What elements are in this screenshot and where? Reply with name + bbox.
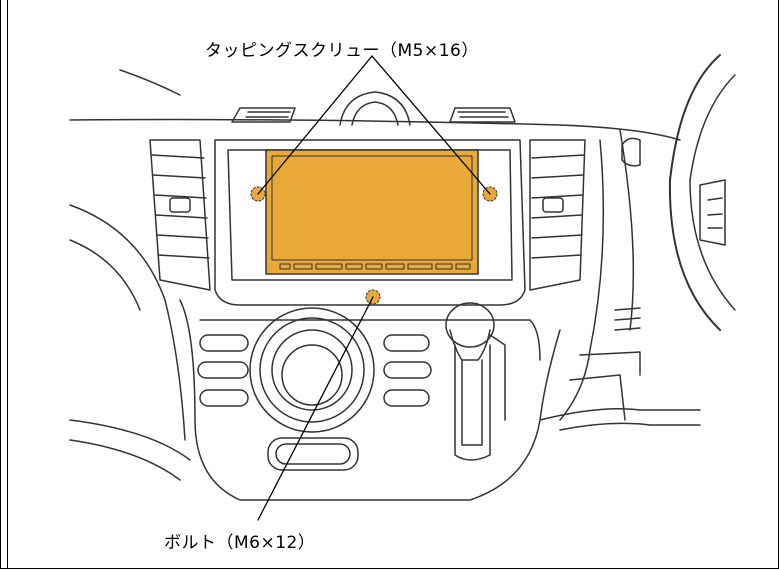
top-vent-left [231, 107, 296, 123]
center-console-outline [214, 139, 526, 306]
left-buttons [197, 334, 249, 407]
left-air-vent [149, 139, 211, 291]
climate-knob [249, 307, 375, 433]
leader-line-screw-right [371, 55, 491, 195]
leader-line-bolt [257, 296, 374, 521]
dash-right-curve [559, 139, 605, 421]
steering-wheel [614, 54, 736, 331]
right-buttons [383, 334, 432, 407]
navigation-display [265, 149, 479, 275]
lower-console-outline [179, 299, 561, 501]
bolt-callout-label: ボルト（M6×12） [164, 533, 316, 553]
gear-shifter [445, 302, 506, 461]
dash-left-curve [69, 204, 186, 441]
dash-top-edge [69, 118, 681, 141]
bottom-slot [267, 437, 359, 471]
dash-top-left [119, 69, 181, 96]
top-vent-right [449, 107, 516, 123]
diagram-inner-border [7, 0, 776, 568]
center-top-dome [339, 91, 411, 126]
screw-callout-label: タッピングスクリュー（M5×16） [205, 41, 479, 61]
leader-line-screw-left [257, 55, 373, 195]
right-air-vent [529, 139, 586, 291]
